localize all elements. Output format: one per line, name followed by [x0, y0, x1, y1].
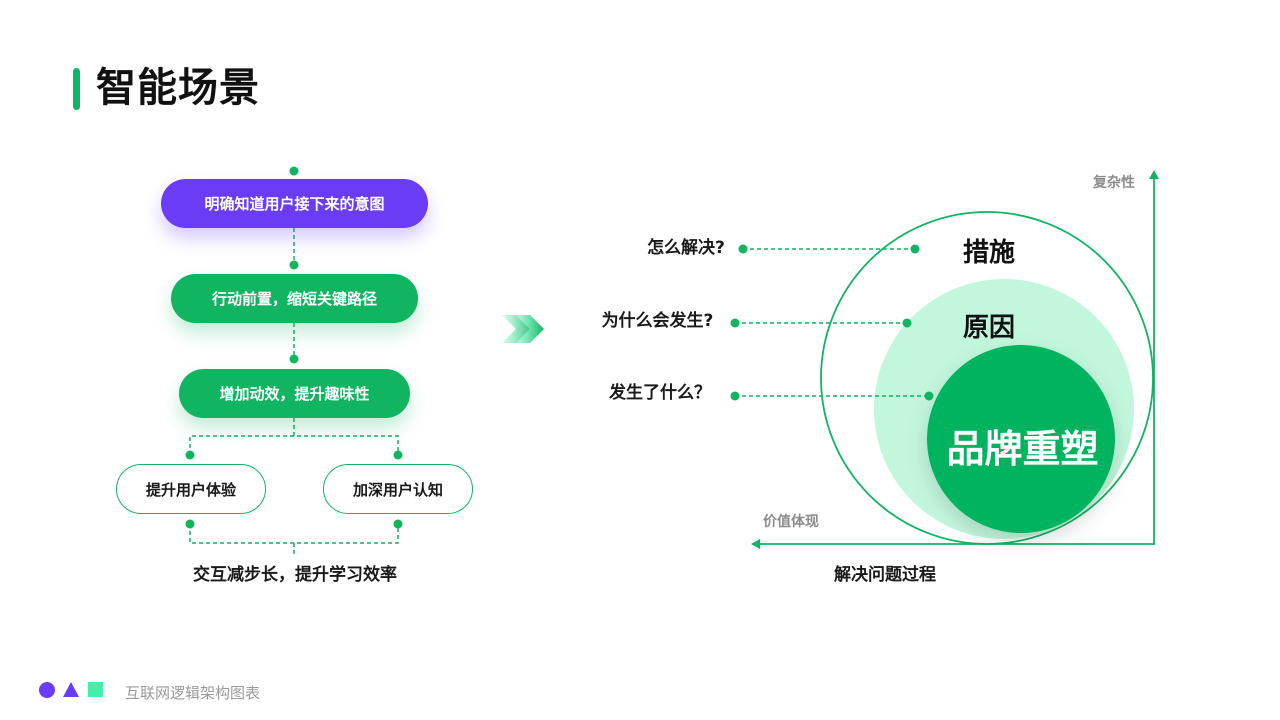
question-dot — [902, 318, 912, 328]
axis-label-value: 价值体现 — [763, 514, 819, 530]
flow-branch-experience: 提升用户体验 — [116, 464, 266, 514]
question-dot — [730, 318, 740, 328]
footer-caption: 互联网逻辑架构图表 — [125, 684, 261, 702]
flow-branch-cognition: 加深用户认知 — [323, 464, 473, 514]
square-shape-icon — [88, 682, 103, 697]
question-what-happened: 发生了什么？ — [609, 383, 711, 403]
question-dot — [910, 244, 920, 254]
flow-step-animation: 增加动效，提升趣味性 — [179, 369, 410, 418]
page-title: 智能场景 — [96, 65, 260, 111]
core-circle — [927, 345, 1115, 533]
flow-node-dot — [393, 450, 403, 460]
question-dot — [924, 391, 934, 401]
axis-horizontal-arrow — [751, 539, 760, 549]
flow-node-dot — [185, 450, 195, 460]
flow-step-shorten-path: 行动前置，缩短关键路径 — [171, 274, 418, 323]
triangle-shape-icon — [63, 682, 79, 697]
ring-caption: 解决问题过程 — [834, 565, 936, 585]
question-why-happen: 为什么会发生? — [601, 311, 714, 331]
flow-step-intent: 明确知道用户接下来的意图 — [161, 179, 428, 228]
question-dot — [730, 391, 740, 401]
axis-label-complexity: 复杂性 — [1093, 175, 1135, 191]
ring-label-measures: 措施 — [963, 238, 1016, 268]
flow-node-dot — [185, 519, 195, 529]
flow-node-dot — [289, 354, 299, 364]
flow-node-dot — [393, 519, 403, 529]
flow-node-dot — [289, 260, 299, 270]
question-how-solve: 怎么解决? — [647, 238, 725, 258]
title-accent-bar — [73, 68, 80, 110]
flow-result-caption: 交互减步长，提升学习效率 — [193, 565, 397, 585]
double-chevron-right-icon — [502, 315, 544, 343]
flow-node-dot — [289, 166, 299, 176]
axis-vertical-arrow — [1149, 170, 1159, 179]
ring-label-causes: 原因 — [963, 313, 1016, 343]
question-dot — [738, 244, 748, 254]
circle-shape-icon — [39, 682, 55, 698]
core-label-brand: 品牌重塑 — [946, 427, 1099, 471]
